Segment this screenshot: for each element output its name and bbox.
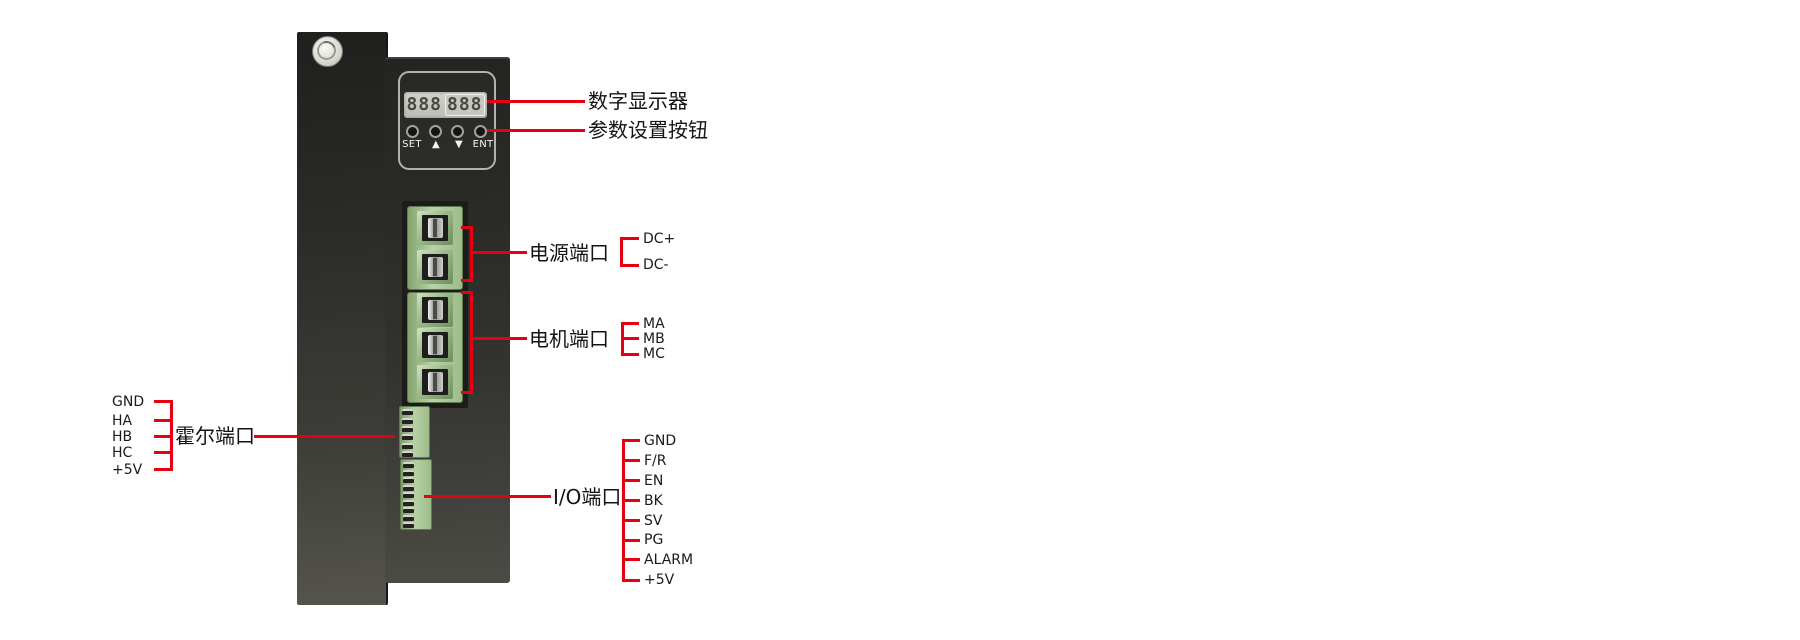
set-button [406,125,419,138]
power-pins-bracket-arm-2 [620,264,639,267]
hall-pin [402,443,413,449]
io-port-label: I/O端口 [553,485,622,509]
io-bracket-arm-4 [622,499,640,502]
motor-screw-2 [417,328,453,362]
io-bracket-arm-7 [622,558,640,561]
io-pin [403,500,414,506]
display-digits-left: 888 [406,94,442,115]
pin-io-gnd: GND [644,433,677,449]
ent-button [474,125,487,138]
hall-bracket-arm-5 [154,468,172,471]
io-bracket-arm-8 [622,579,640,582]
hall-bracket-arm-2 [154,419,172,422]
hall-pin [402,451,413,457]
io-bracket-arm-6 [622,539,640,542]
display-digits-right: 888 [445,94,485,116]
display-callout-line [487,100,585,103]
power-bracket-arm-bottom [461,279,473,282]
pin-hall-hc: HC [112,445,133,461]
hall-bracket-arm-4 [154,451,172,454]
io-bracket-spine [622,439,625,582]
pin-io-5v: +5V [644,572,675,588]
power-callout-line [470,251,527,254]
io-pin [403,470,414,476]
pin-ma: MA [643,316,665,332]
motor-bracket-arm-bottom [461,391,473,394]
io-pin [403,507,414,513]
buttons-callout-label: 参数设置按钮 [588,118,708,142]
pin-io-fr: F/R [644,453,667,469]
io-pin [403,515,414,521]
hall-pin [402,426,413,432]
front-panel-outline [398,71,496,170]
pin-hall-hb: HB [112,429,133,445]
pin-io-alarm: ALARM [644,552,694,568]
io-pin [403,522,414,528]
motor-pins-bracket-arm-1 [621,322,639,325]
power-port-label: 电源端口 [529,241,609,265]
motor-screw-1 [417,293,453,327]
io-pin [403,492,414,498]
power-screw-2 [417,250,453,284]
power-bracket-spine [470,226,473,282]
power-pins-bracket-spine [620,237,623,267]
hall-port-label: 霍尔端口 [175,424,255,448]
pin-dc-minus: DC- [643,257,669,273]
io-bracket-arm-5 [622,519,640,522]
round-sticker [312,36,343,67]
pin-hall-ha: HA [112,413,133,429]
hall-pin [402,434,413,440]
io-pin [403,477,414,483]
motor-pins-bracket-arm-2 [621,337,639,340]
display-callout-label: 数字显示器 [588,89,688,113]
pin-io-sv: SV [644,513,663,529]
down-button [451,125,464,138]
pin-io-bk: BK [644,493,663,509]
pin-dc-plus: DC+ [643,231,676,247]
hall-pin [402,418,413,424]
power-screw-1 [417,211,453,245]
set-button-label: SET [402,139,422,150]
io-pin [403,462,414,468]
pin-mb: MB [643,331,665,347]
pin-mc: MC [643,346,665,362]
ent-button-label: ENT [472,139,494,150]
motor-bracket-spine [470,291,473,394]
motor-pins-bracket-arm-3 [621,353,639,356]
hall-bracket-arm-3 [154,435,172,438]
io-bracket-arm-1 [622,439,640,442]
buttons-callout-line [487,129,585,132]
io-bracket-arm-2 [622,459,640,462]
down-arrow-icon: ▼ [455,139,463,150]
up-arrow-icon: ▲ [432,139,440,150]
motor-screw-3 [417,365,453,399]
power-pins-bracket-arm-1 [620,237,639,240]
motor-bracket-arm-top [461,291,473,294]
hall-bracket-arm-1 [154,400,172,403]
hall-pin [402,409,413,415]
sticker-emblem-icon [313,37,340,64]
io-bracket-arm-3 [622,479,640,482]
hall-bracket-spine [170,400,173,471]
pin-io-en: EN [644,473,664,489]
mounting-plate [297,32,388,605]
seven-segment-display: 888 888 [404,92,487,118]
pin-io-pg: PG [644,532,664,548]
pin-hall-5v: +5V [112,462,143,478]
io-callout-line [424,495,551,498]
motor-callout-line [470,337,527,340]
power-bracket-arm-top [461,226,473,229]
up-button [429,125,442,138]
pin-hall-gnd: GND [112,394,145,410]
motor-port-label: 电机端口 [529,327,609,351]
io-pin [403,485,414,491]
hall-callout-line [254,435,395,438]
